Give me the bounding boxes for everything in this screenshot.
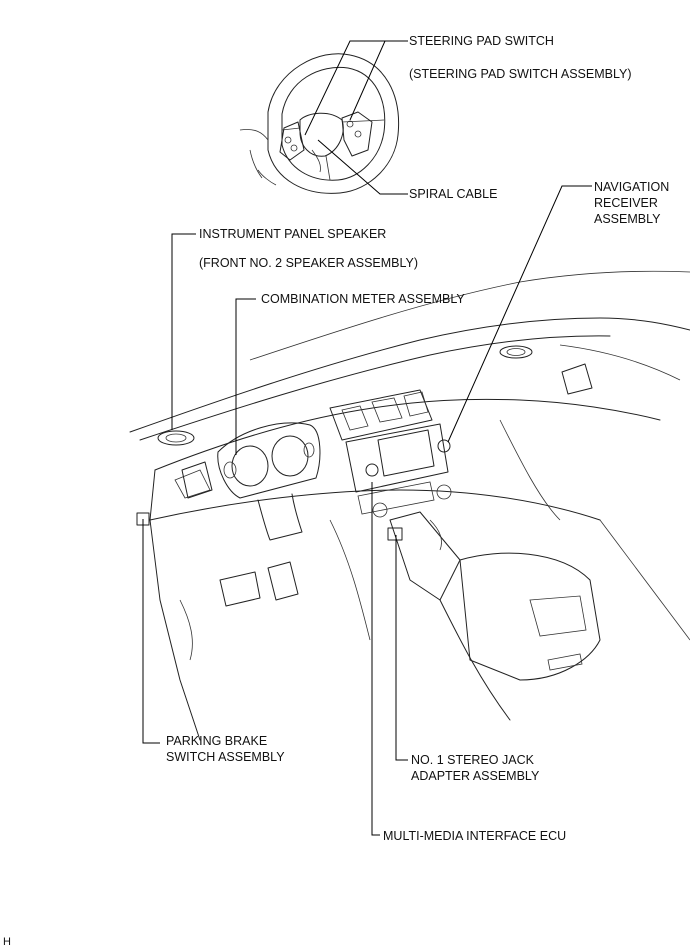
label-navigation-line-1: NAVIGATION [594,180,670,194]
label-navigation-line-2: RECEIVER [594,196,658,210]
label-stereo-jack-line-1: NO. 1 STEREO JACK [411,753,534,767]
label-multimedia-interface-ecu: MULTI-MEDIA INTERFACE ECU [383,829,567,843]
steering-wheel-illustration [239,53,400,194]
label-navigation-line-3: ASSEMBLY [594,212,661,226]
label-parking-brake-line-1: PARKING BRAKE [166,734,268,748]
label-front-no2-speaker-assembly: (FRONT NO. 2 SPEAKER ASSEMBLY) [199,256,419,270]
label-spiral-cable: SPIRAL CABLE [409,187,498,201]
label-steering-pad-switch: STEERING PAD SWITCH [409,34,554,48]
leader-lines [142,40,592,836]
label-stereo-jack-line-2: ADAPTER ASSEMBLY [411,769,540,783]
label-instrument-panel-speaker: INSTRUMENT PANEL SPEAKER [199,227,387,241]
corner-mark: H [3,936,11,948]
dashboard-illustration [129,270,690,741]
label-parking-brake-line-2: SWITCH ASSEMBLY [166,750,285,764]
label-steering-pad-switch-assembly: (STEERING PAD SWITCH ASSEMBLY) [409,67,632,81]
label-combination-meter-assembly: COMBINATION METER ASSEMBLY [261,292,465,306]
